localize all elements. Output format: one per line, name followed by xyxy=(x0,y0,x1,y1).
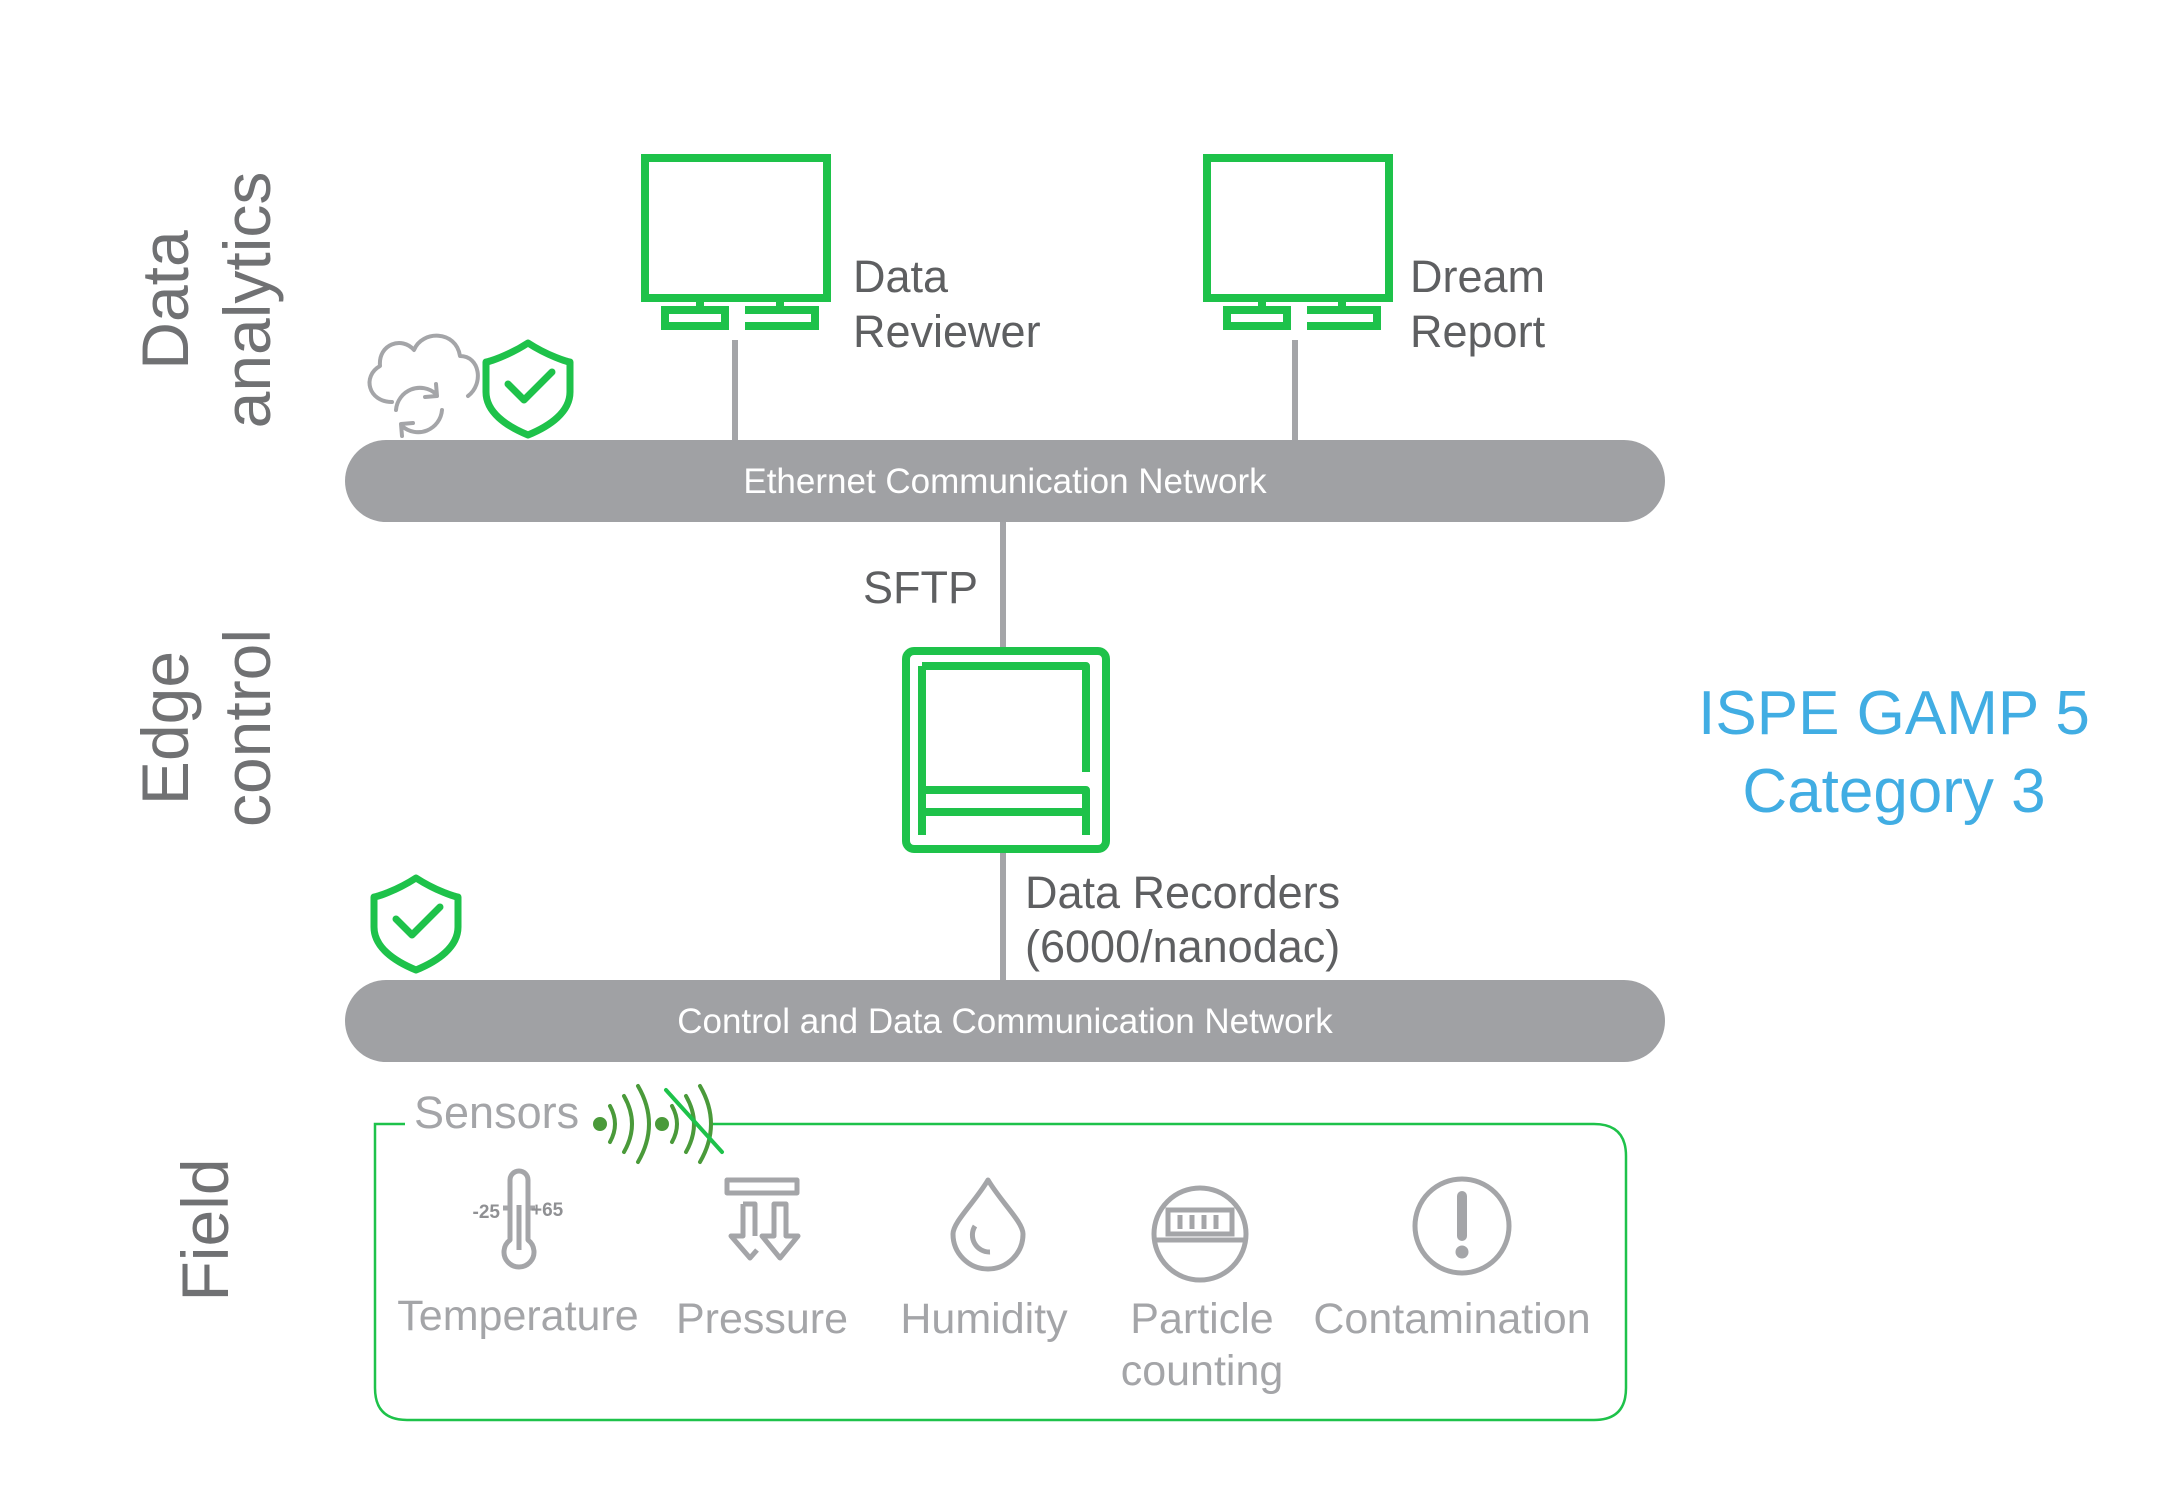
sensors-box xyxy=(373,1122,1628,1422)
layer-label-analytics: analytics xyxy=(210,172,284,429)
sensor-label-humidity: Humidity xyxy=(900,1295,1068,1343)
sftp-label: SFTP xyxy=(863,562,978,613)
sensor-label-temperature: Temperature xyxy=(397,1292,638,1340)
ethernet-network-label: Ethernet Communication Network xyxy=(743,462,1267,501)
label-data-reviewer-1: Data xyxy=(853,251,949,302)
label-data-recorders-2: (6000/nanodac) xyxy=(1025,921,1340,972)
monitor-icon-data-reviewer xyxy=(641,154,831,330)
sensor-label-particle-1: Particle xyxy=(1130,1295,1273,1343)
particle-counter-icon xyxy=(1151,1185,1249,1283)
cloud-sync-icon xyxy=(367,333,480,438)
data-recorder-icon xyxy=(902,647,1110,853)
sensors-title: Sensors xyxy=(414,1087,579,1138)
water-drop-icon xyxy=(950,1177,1026,1272)
sensor-label-particle-2: counting xyxy=(1121,1347,1284,1395)
control-network-bar xyxy=(345,980,1665,1062)
layer-label-control: control xyxy=(210,629,284,827)
layer-label-edge: Edge xyxy=(128,651,202,805)
label-dream-report-1: Dream xyxy=(1410,251,1545,302)
temperature-min: -25 xyxy=(473,1202,501,1223)
temperature-max: +65 xyxy=(531,1200,564,1221)
sensor-label-pressure: Pressure xyxy=(676,1295,848,1343)
label-data-reviewer-2: Reviewer xyxy=(853,306,1041,357)
pressure-icon xyxy=(724,1177,801,1261)
thermometer-icon xyxy=(501,1168,537,1270)
alert-circle-icon xyxy=(1412,1176,1512,1276)
monitor-icon-dream-report xyxy=(1203,154,1393,330)
label-data-recorders-1: Data Recorders xyxy=(1025,867,1340,918)
sensor-label-contamination: Contamination xyxy=(1313,1295,1590,1343)
control-network-label: Control and Data Communication Network xyxy=(677,1002,1333,1041)
layer-label-field: Field xyxy=(168,1158,242,1301)
shield-check-icon-edge xyxy=(370,874,462,974)
standard-label-line1: ISPE GAMP 5 xyxy=(1698,679,2090,748)
label-dream-report-2: Report xyxy=(1410,306,1546,357)
wireless-signal-icon xyxy=(593,1084,651,1164)
ethernet-network-bar xyxy=(345,440,1665,522)
layer-label-data: Data xyxy=(128,230,202,370)
shield-check-icon-analytics xyxy=(482,339,574,439)
standard-label-line2: Category 3 xyxy=(1742,757,2045,826)
wireless-off-icon xyxy=(655,1084,724,1164)
